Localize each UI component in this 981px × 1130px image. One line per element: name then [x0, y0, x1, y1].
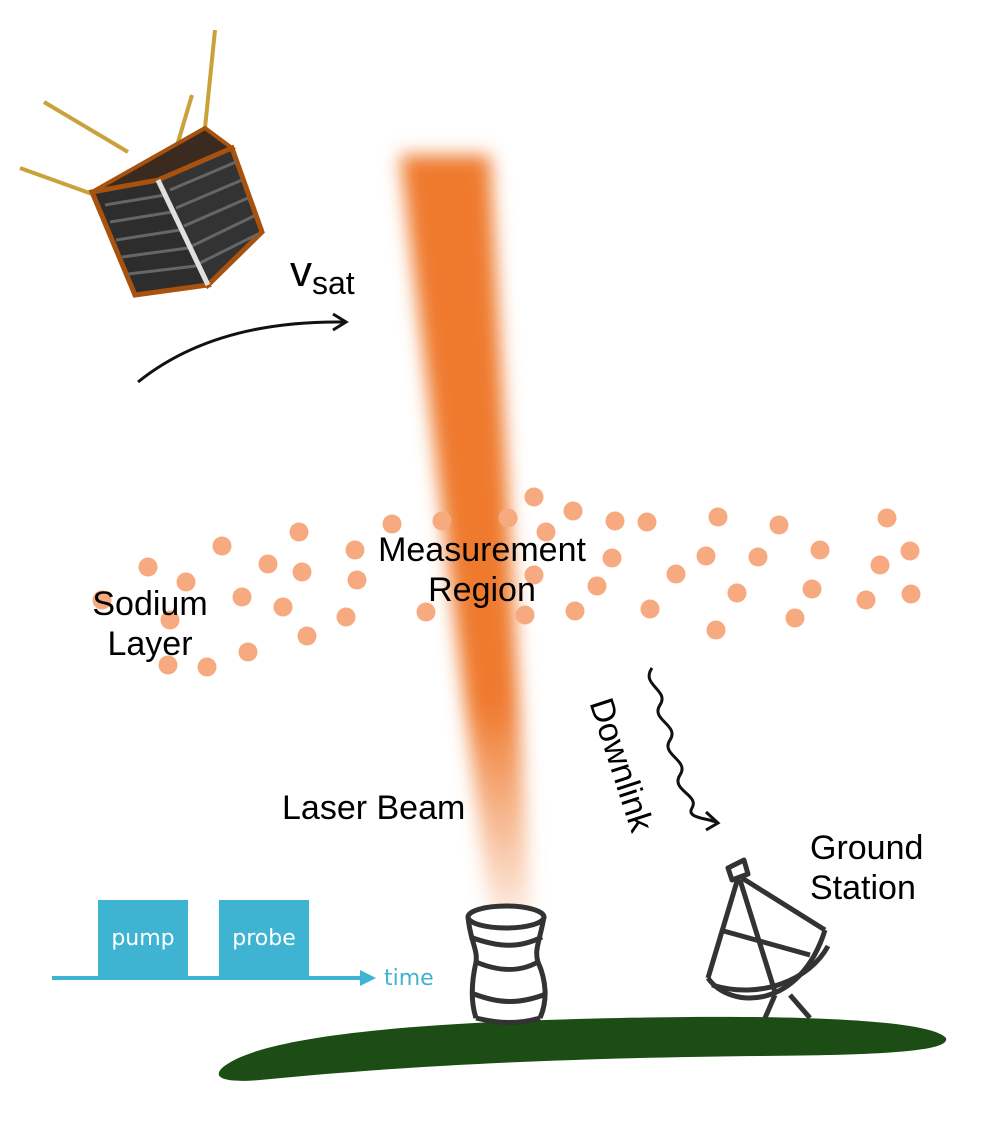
sodium-atom-dot — [416, 602, 436, 622]
sodium-atom-dot — [785, 608, 805, 628]
sodium-atom-dot — [605, 511, 625, 531]
sodium-atom-dot — [748, 547, 768, 567]
pump-pulse — [98, 900, 188, 978]
sodium-atom-dot — [696, 546, 716, 566]
sodium-atom-dot — [524, 565, 544, 585]
sodium-atom-dot — [498, 508, 518, 528]
sodium-atom-dot — [602, 548, 622, 568]
sodium-atom-dot — [637, 512, 657, 532]
probe-label: probe — [232, 926, 296, 951]
sodium-atom-dot — [563, 501, 583, 521]
sodium-atom-dot — [138, 557, 158, 577]
sodium-atom-dot — [587, 576, 607, 596]
laser-beam — [400, 155, 530, 915]
sodium-atom-dot — [292, 562, 312, 582]
sodium-atom-dot — [160, 610, 180, 630]
sodium-atom-dot — [870, 555, 890, 575]
laser-launcher-icon — [465, 903, 548, 1025]
sodium-atom-dot — [289, 522, 309, 542]
sodium-atom-dot — [727, 583, 747, 603]
sodium-atom-dot — [92, 590, 112, 610]
sodium-atom-dot — [524, 487, 544, 507]
ground-station-icon — [705, 857, 831, 1020]
sodium-layer-line2: Layer — [107, 625, 193, 663]
timing-diagram: pump probe time — [52, 900, 434, 991]
sodium-atom-dot — [158, 655, 178, 675]
sodium-atom-dot — [432, 511, 452, 531]
sodium-atom-dot — [901, 584, 921, 604]
sodium-atom-dot — [258, 554, 278, 574]
sodium-atom-dot — [212, 536, 232, 556]
sodium-atom-dot — [708, 507, 728, 527]
sodium-atom-dot — [232, 587, 252, 607]
laser-beam-label: Laser Beam — [282, 789, 466, 827]
sodium-atom-dot — [297, 626, 317, 646]
sodium-atom-dot — [802, 579, 822, 599]
ground-station-line2: Station — [810, 869, 916, 907]
ground — [218, 1016, 947, 1081]
pump-label: pump — [111, 926, 174, 951]
sodium-layer-dots — [92, 487, 921, 677]
sodium-atom-dot — [336, 607, 356, 627]
velocity-label: vsat — [290, 248, 355, 307]
velocity-label-subscript: sat — [312, 265, 355, 301]
sodium-atom-dot — [900, 541, 920, 561]
velocity-label-main: v — [290, 247, 312, 296]
downlink-arrow — [647, 667, 721, 832]
measurement-region-line2: Region — [428, 571, 536, 609]
sodium-atom-dot — [197, 657, 217, 677]
sodium-atom-dot — [565, 601, 585, 621]
sodium-atom-dot — [810, 540, 830, 560]
sodium-atom-dot — [856, 590, 876, 610]
sodium-atom-dot — [666, 564, 686, 584]
sodium-atom-dot — [176, 572, 196, 592]
ground-station-line1: Ground — [810, 829, 924, 867]
ground-station-label: Ground Station — [810, 828, 923, 908]
velocity-arrow — [137, 312, 349, 384]
sodium-atom-dot — [769, 515, 789, 535]
sodium-atom-dot — [382, 514, 402, 534]
sodium-atom-dot — [706, 620, 726, 640]
sodium-layer-label: Sodium Layer — [80, 584, 220, 664]
satellite-icon — [19, 29, 265, 298]
measurement-region-line1: Measurement — [378, 531, 586, 569]
sodium-atom-dot — [345, 540, 365, 560]
sodium-atom-dot — [640, 599, 660, 619]
sodium-atom-dot — [238, 642, 258, 662]
probe-pulse — [219, 900, 309, 978]
time-axis-label: time — [384, 966, 434, 991]
measurement-region-label: Measurement Region — [362, 530, 602, 610]
sodium-layer-line1: Sodium — [92, 585, 208, 623]
sodium-atom-dot — [536, 522, 556, 542]
sodium-atom-dot — [347, 570, 367, 590]
sodium-atom-dot — [877, 508, 897, 528]
sodium-atom-dot — [515, 605, 535, 625]
sodium-atom-dot — [273, 597, 293, 617]
